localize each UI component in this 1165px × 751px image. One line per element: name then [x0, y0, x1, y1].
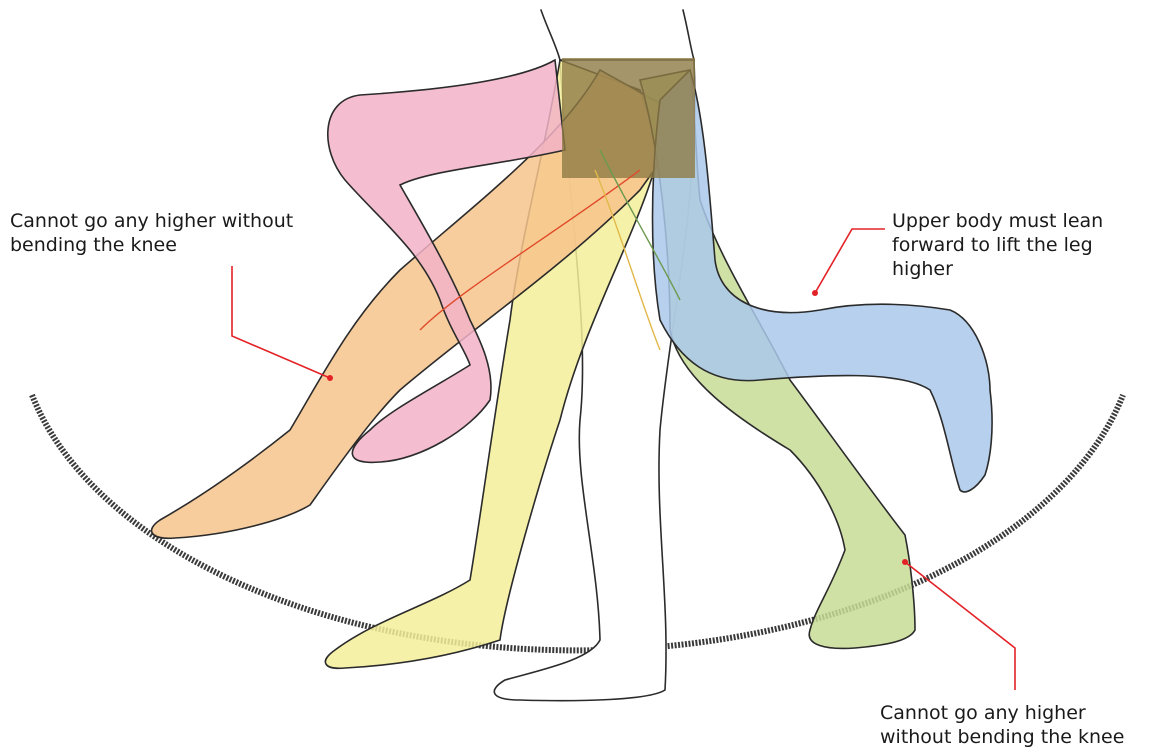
- callout-1-leader: [232, 266, 330, 378]
- torso-outline: [541, 10, 694, 60]
- callout-3-marker: [902, 559, 908, 565]
- callout-knee-limit-left: Cannot go any higher without bending the…: [10, 209, 293, 257]
- callout-2-leader: [815, 229, 885, 293]
- callout-2-marker: [812, 290, 818, 296]
- callout-lean-forward: Upper body must lean forward to lift the…: [892, 209, 1103, 281]
- hip-block: [562, 58, 695, 178]
- callout-knee-limit-right: Cannot go any higher without bending the…: [880, 701, 1124, 749]
- callout-1-marker: [327, 375, 333, 381]
